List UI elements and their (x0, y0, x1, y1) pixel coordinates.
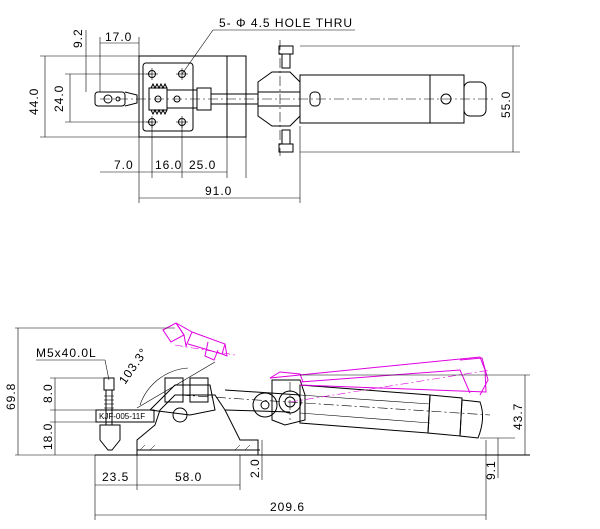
dim-55-0: 55.0 (499, 91, 513, 118)
dim-9-2: 9.2 (71, 28, 85, 48)
dim-209-6: 209.6 (270, 500, 305, 514)
dim-8-0: 8.0 (41, 383, 55, 403)
dim-7-0: 7.0 (114, 158, 134, 172)
dim-69-8: 69.8 (4, 383, 18, 410)
dim-2-0: 2.0 (248, 458, 262, 478)
bolt-label: M5x40.0L (36, 346, 97, 360)
dim-25-0: 25.0 (189, 158, 216, 172)
dim-91-0: 91.0 (205, 184, 232, 198)
side-view: KJF-005-11F (95, 322, 530, 456)
base-plate-outline (138, 55, 247, 138)
open-position-outline (162, 322, 491, 403)
dim-43-7: 43.7 (511, 403, 525, 430)
angle-label: 103.3° (116, 345, 151, 386)
dim-16-0: 16.0 (155, 158, 182, 172)
hole-note: 5- Φ 4.5 HOLE THRU (219, 16, 353, 30)
dim-44-0: 44.0 (27, 88, 41, 115)
dim-17-0: 17.0 (105, 30, 132, 44)
top-view (94, 40, 495, 156)
dim-9-1: 9.1 (484, 460, 498, 480)
dim-58-0: 58.0 (175, 470, 202, 484)
base-hatching (139, 444, 251, 451)
side-view-dimensions: 69.8 M5x40.0L 8.0 18.0 43.7 9.1 2.0 23.5… (4, 327, 530, 520)
dim-23-5: 23.5 (102, 470, 129, 484)
dim-18-0: 18.0 (41, 423, 55, 450)
dim-24-0: 24.0 (52, 85, 66, 112)
model-label: KJF-005-11F (99, 412, 145, 421)
top-view-dimensions: 17.0 9.2 44.0 24.0 55.0 7.0 16.0 25.0 91… (27, 16, 520, 203)
